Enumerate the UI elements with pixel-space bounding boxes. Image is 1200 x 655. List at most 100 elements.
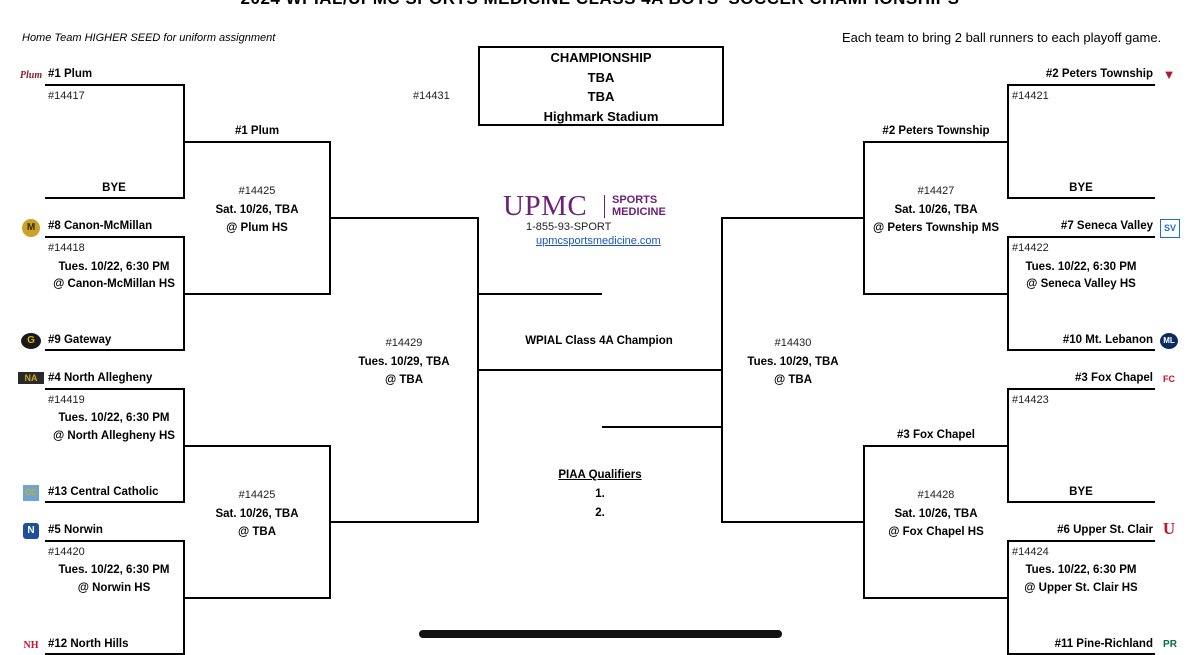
championship-box: CHAMPIONSHIP TBA TBA Highmark Stadium bbox=[478, 46, 724, 126]
team-canon-mcmillan: #8 Canon-McMillan bbox=[48, 220, 153, 232]
piaa-slot-2: 2. bbox=[595, 507, 605, 519]
sf-left-site: @ TBA bbox=[384, 374, 424, 386]
north-allegheny-logo-icon: NA bbox=[18, 372, 44, 384]
qf-right-1-winner: #2 Peters Township bbox=[882, 125, 990, 137]
game-14419-date: Tues. 10/22, 6:30 PM bbox=[58, 412, 170, 424]
game-14420-site: @ Norwin HS bbox=[77, 582, 151, 594]
line-sf-left-b bbox=[329, 521, 479, 523]
team-bye-right-1: BYE bbox=[1069, 182, 1093, 194]
qf-left-2-site: @ TBA bbox=[237, 526, 277, 538]
line-canon bbox=[45, 236, 185, 238]
game-14421: #14421 bbox=[1012, 90, 1049, 102]
upper-st-clair-logo-icon: U bbox=[1162, 519, 1176, 538]
line-qf-right-2b bbox=[863, 597, 1009, 599]
champion-line bbox=[478, 293, 602, 295]
game-14418: #14418 bbox=[48, 242, 85, 254]
game-14419: #14419 bbox=[48, 394, 85, 406]
sf-left-number: #14429 bbox=[385, 337, 423, 349]
team-fox-chapel: #3 Fox Chapel bbox=[1075, 372, 1153, 384]
team-north-allegheny: #4 North Allegheny bbox=[48, 372, 153, 384]
piaa-slot-1: 1. bbox=[595, 488, 605, 500]
line-norwin bbox=[45, 540, 185, 542]
game-14419-site: @ North Allegheny HS bbox=[53, 430, 175, 442]
sf-right-number: #14430 bbox=[774, 337, 812, 349]
peters-township-logo-icon: ▼ bbox=[1162, 67, 1176, 82]
team-central-catholic: #13 Central Catholic bbox=[48, 486, 159, 498]
ball-runner-note: Each team to bring 2 ball runners to eac… bbox=[842, 30, 1162, 45]
upmc-sub-sports: SPORTS bbox=[612, 194, 658, 206]
upmc-logo: UPMC bbox=[503, 190, 588, 222]
line-qf-left-2a bbox=[183, 445, 331, 447]
team-bye-right-2: BYE bbox=[1069, 486, 1093, 498]
upmc-logo-divider bbox=[604, 195, 605, 218]
game-14417: #14417 bbox=[48, 90, 85, 102]
championship-time: TBA bbox=[587, 89, 615, 104]
line-usc bbox=[1007, 540, 1155, 542]
horizontal-scrollbar[interactable] bbox=[419, 630, 782, 638]
qf-right-1-number: #14427 bbox=[917, 185, 955, 197]
qf-right-2-winner: #3 Fox Chapel bbox=[897, 429, 975, 441]
qf-right-2-date: Sat. 10/26, TBA bbox=[894, 508, 978, 520]
upmc-logo-sub: SPORTS MEDICINE bbox=[612, 194, 666, 218]
line-peters bbox=[1007, 84, 1155, 86]
line-sf-left-a bbox=[329, 217, 479, 219]
sponsor-phone: 1-855-93-SPORT bbox=[526, 221, 612, 233]
championship-game-number: #14431 bbox=[413, 90, 450, 102]
line-qf-left-1b bbox=[183, 293, 331, 295]
sponsor-link[interactable]: upmcsportsmedicine.com bbox=[536, 235, 661, 247]
seneca-valley-logo-icon: SV bbox=[1160, 219, 1180, 238]
line-qf-right-1a bbox=[863, 141, 1009, 143]
norwin-logo-icon: N bbox=[23, 523, 39, 539]
game-14420-date: Tues. 10/22, 6:30 PM bbox=[58, 564, 170, 576]
sf-left-date: Tues. 10/29, TBA bbox=[358, 356, 450, 368]
game-14424: #14424 bbox=[1012, 546, 1049, 558]
champion-line-lower bbox=[602, 426, 722, 428]
fox-chapel-logo-icon: FC bbox=[1163, 374, 1175, 384]
championship-venue: Highmark Stadium bbox=[543, 108, 659, 124]
qf-left-1-winner: #1 Plum bbox=[234, 125, 280, 137]
qf-right-2-number: #14428 bbox=[917, 489, 955, 501]
championship-label: CHAMPIONSHIP bbox=[550, 50, 652, 65]
final-connector-line bbox=[478, 369, 723, 371]
game-14422-site: @ Seneca Valley HS bbox=[1026, 278, 1136, 290]
line-qf-left-2b bbox=[183, 597, 331, 599]
line-qf-right-1b bbox=[863, 293, 1009, 295]
qf-right-1-date: Sat. 10/26, TBA bbox=[894, 204, 978, 216]
line-fox bbox=[1007, 388, 1155, 390]
game-14422-date: Tues. 10/22, 6:30 PM bbox=[1025, 261, 1137, 273]
line-bye-right-2 bbox=[1007, 501, 1155, 503]
game-14423: #14423 bbox=[1012, 394, 1049, 406]
line-bye-right-1 bbox=[1007, 197, 1155, 199]
game-14424-site: @ Upper St. Clair HS bbox=[1024, 582, 1138, 594]
line-na bbox=[45, 388, 185, 390]
pine-richland-logo-icon: PR bbox=[1163, 639, 1177, 650]
champion-label: WPIAL Class 4A Champion bbox=[525, 335, 673, 347]
qf-left-2-number: #14425 bbox=[238, 489, 276, 501]
line-plum bbox=[45, 84, 185, 86]
game-14420: #14420 bbox=[48, 546, 85, 558]
game-14418-site: @ Canon-McMillan HS bbox=[53, 278, 175, 290]
game-14418-date: Tues. 10/22, 6:30 PM bbox=[58, 261, 170, 273]
canon-mcmillan-logo-icon: M bbox=[22, 219, 40, 237]
line-mtleb bbox=[1007, 349, 1155, 351]
team-north-hills: #12 North Hills bbox=[48, 638, 129, 650]
gateway-logo-icon: G bbox=[21, 333, 41, 349]
line-cc bbox=[45, 501, 185, 503]
line-sf-right-a bbox=[721, 217, 865, 219]
team-upper-st-clair: #6 Upper St. Clair bbox=[1057, 524, 1153, 536]
line-bye-left bbox=[45, 197, 185, 199]
team-gateway: #9 Gateway bbox=[48, 334, 112, 346]
plum-logo-icon: Plum bbox=[19, 70, 43, 81]
qf-left-1-date: Sat. 10/26, TBA bbox=[215, 204, 299, 216]
sf-right-site: @ TBA bbox=[773, 374, 813, 386]
line-gateway bbox=[45, 349, 185, 351]
uniform-note: Home Team HIGHER SEED for uniform assign… bbox=[22, 32, 276, 44]
qf-left-2-date: Sat. 10/26, TBA bbox=[215, 508, 299, 520]
line-sf-right-b bbox=[721, 521, 865, 523]
upmc-sub-medicine: MEDICINE bbox=[612, 206, 666, 218]
sf-right-date: Tues. 10/29, TBA bbox=[747, 356, 839, 368]
qf-right-2-site: @ Fox Chapel HS bbox=[888, 526, 984, 538]
mt-lebanon-logo-icon: ML bbox=[1160, 333, 1178, 349]
qf-left-1-number: #14425 bbox=[238, 185, 276, 197]
qf-left-1-site: @ Plum HS bbox=[226, 222, 288, 234]
